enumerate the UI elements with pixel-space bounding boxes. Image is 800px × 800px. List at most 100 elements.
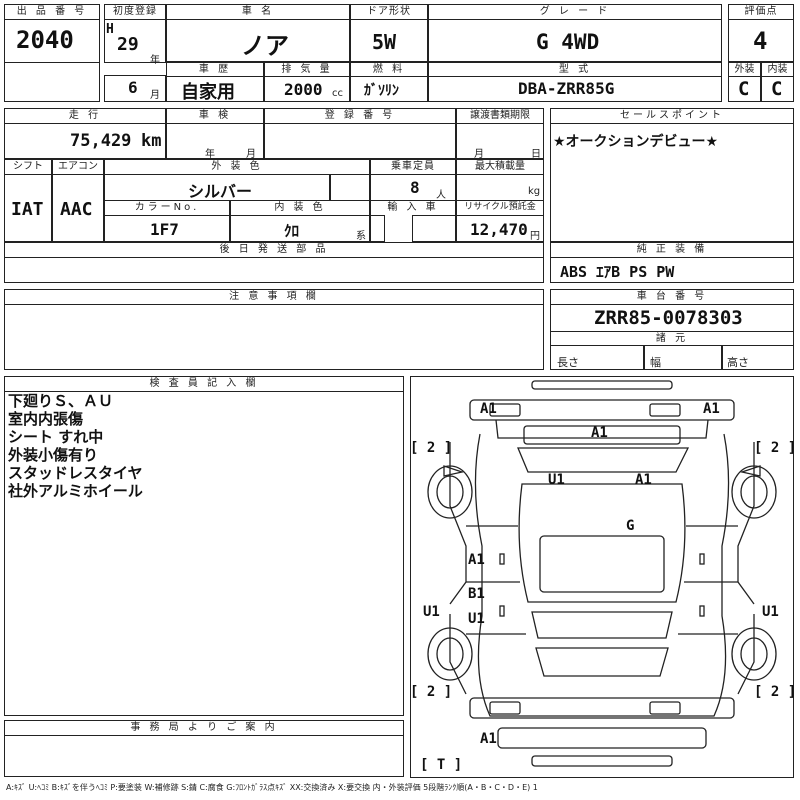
inspector-note: 室内内張傷 [8, 410, 84, 428]
interior-color: ｸﾛ [284, 222, 300, 240]
transfer-deadline-label: 譲渡書類期限 [456, 108, 544, 124]
displacement-label: 排 気 量 [264, 62, 350, 77]
transfer-month-unit: 月 [474, 149, 484, 160]
damage-mark-front-right: A1 [703, 401, 720, 417]
inspector-note: 下廻りＳ、ＡＵ [8, 392, 114, 410]
history: 自家用 [181, 82, 235, 103]
office-box [4, 735, 404, 777]
registration-month-box [104, 75, 166, 102]
capacity: 8 [410, 178, 420, 197]
interior-color-box [230, 215, 370, 242]
fuel: ｶﾞｿﾘﾝ [364, 83, 399, 99]
damage-mark-left-sill: U1 [423, 604, 440, 620]
recycle-label: リサイクル預託金 [456, 200, 544, 216]
later-parts-label: 後 日 発 送 部 品 [4, 242, 544, 258]
aircon: AAC [60, 199, 93, 220]
damage-mark-left-rear-u: U1 [468, 611, 485, 627]
transfer-deadline-box [456, 123, 544, 159]
notes-box [4, 304, 544, 370]
lot-number: 2040 [16, 26, 74, 54]
grade-box [428, 19, 722, 62]
score-label: 評価点 [728, 4, 794, 20]
sales-point-text: ★オークションデビュー★ [553, 134, 719, 150]
sales-point-box [550, 123, 794, 242]
import-box [370, 215, 456, 242]
car-diagram [427, 380, 777, 767]
damage-mark-windshield-left: U1 [548, 472, 565, 488]
score: 4 [753, 27, 768, 55]
color-number-box [104, 215, 230, 242]
displacement-unit: cc [332, 88, 343, 99]
tire-mark-rear-left: [ 2 ] [410, 684, 453, 700]
model: DBA-ZRR85G [518, 79, 615, 98]
inspector-note: 外装小傷有り [8, 446, 99, 464]
mileage-label: 走 行 [4, 108, 166, 124]
recycle-deposit: 12,470 [470, 220, 528, 239]
damage-mark-rear: A1 [480, 731, 497, 747]
history-box [166, 76, 264, 102]
transfer-day-unit: 日 [531, 149, 541, 160]
inspection-month-unit: 月 [246, 149, 256, 160]
inspection-box [166, 123, 264, 159]
damage-mark-hood: A1 [591, 425, 608, 441]
exterior-color: シルバー [188, 182, 253, 201]
capacity-unit: 人 [436, 190, 446, 201]
interior-color-label: 内 装 色 [230, 200, 370, 216]
max-load-label: 最大積載量 [456, 159, 544, 175]
lot-number-label: 出 品 番 号 [4, 4, 100, 20]
color-number-label: カラーNo. [104, 200, 230, 216]
inspection-year-unit: 年 [205, 149, 215, 160]
mileage-unit: km [141, 131, 162, 151]
length-label: 長さ [557, 356, 579, 369]
first-registration-box [104, 19, 166, 63]
damage-mark-roof: G [626, 518, 635, 534]
mileage: 75,429 [70, 131, 132, 151]
color-number: 1F7 [150, 220, 179, 239]
chassis-label: 車 台 番 号 [550, 289, 794, 305]
tire-mark-front-right: [ 2 ] [754, 440, 797, 456]
import-divider [384, 215, 413, 242]
grade-label: グ レ ー ド [428, 4, 722, 20]
damage-mark-right-sill: U1 [762, 604, 779, 620]
era-letter: H [106, 22, 114, 37]
exterior-grade-box [728, 76, 761, 102]
aircon-box [52, 174, 104, 242]
tire-mark-rear-right: [ 2 ] [754, 684, 797, 700]
recycle-box [456, 215, 544, 242]
inspector-box [4, 391, 404, 716]
damage-mark-windshield-right: A1 [635, 472, 652, 488]
door-type-box [350, 19, 428, 62]
height-box [722, 345, 794, 370]
damage-mark-left-door: A1 [468, 552, 485, 568]
year-unit: 年 [150, 55, 160, 66]
equipment-box [550, 257, 794, 283]
lot-blank-box [4, 62, 100, 102]
exterior-grade: C [738, 78, 750, 100]
inspection-label: 車 検 [166, 108, 264, 124]
height-label: 高さ [727, 356, 749, 369]
office-label: 事 務 局 よ り ご 案 内 [4, 720, 404, 736]
fuel-box [350, 76, 428, 102]
exterior-color-label: 外 装 色 [104, 159, 370, 175]
score-box [728, 19, 794, 62]
registration-month: 6 [128, 78, 138, 97]
damage-mark-left-rear-b: B1 [468, 586, 485, 602]
month-unit: 月 [150, 90, 160, 101]
interior-grade: C [771, 78, 783, 100]
displacement-box [264, 76, 350, 102]
shift-box [4, 174, 52, 242]
car-name-label: 車 名 [166, 4, 350, 20]
equipment-label: 純 正 装 備 [550, 242, 794, 258]
equipment-text: ABS ｴｱB PS PW [560, 263, 675, 281]
width-label: 幅 [650, 356, 661, 369]
model-box [428, 76, 722, 102]
inspector-note: スタッドレスタイヤ [8, 464, 143, 482]
aircon-label: エアコン [52, 159, 104, 175]
length-box [550, 345, 644, 370]
fuel-label: 燃 料 [350, 62, 428, 77]
car-diagram-frame [410, 376, 794, 778]
capacity-box [370, 174, 456, 201]
car-name: ノア [241, 32, 289, 60]
notes-label: 注 意 事 項 欄 [4, 289, 544, 305]
car-name-box [166, 19, 350, 62]
